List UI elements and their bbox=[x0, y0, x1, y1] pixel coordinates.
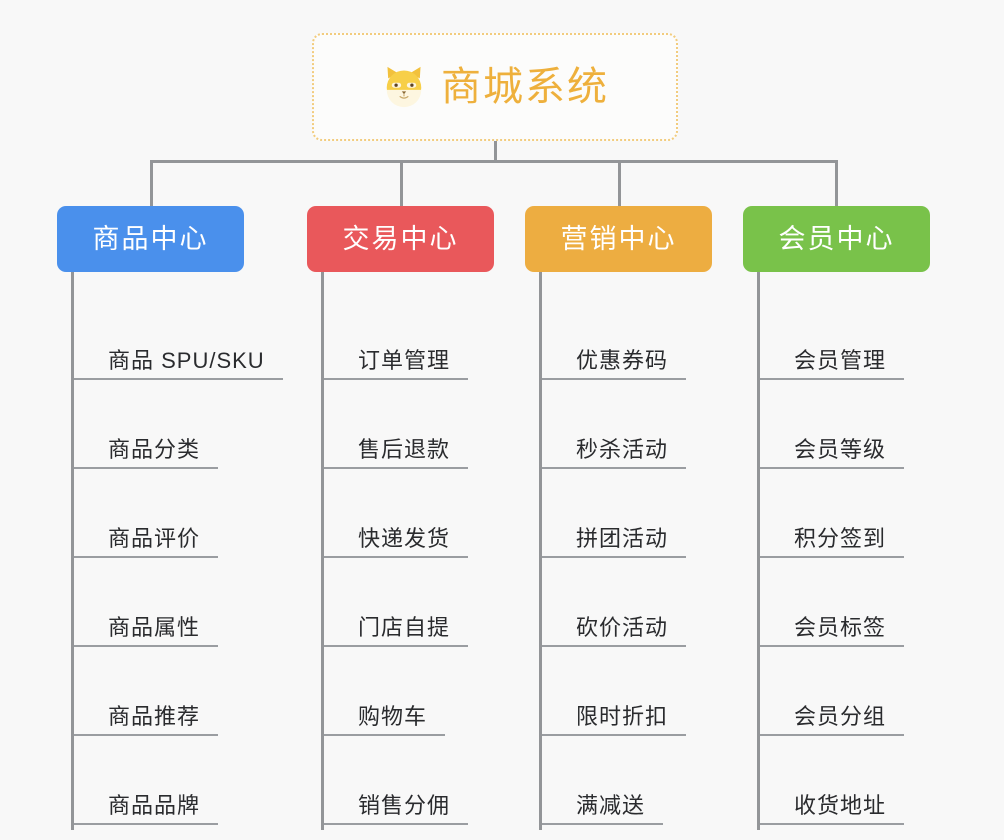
leaf-item[interactable]: 门店自提 bbox=[324, 602, 469, 647]
leaf-item-label: 积分签到 bbox=[794, 526, 887, 551]
leaf-item[interactable]: 会员管理 bbox=[760, 335, 905, 380]
leaf-item-label: 满减送 bbox=[576, 793, 646, 818]
root-title: 商城系统 bbox=[441, 65, 609, 109]
leaf-item[interactable]: 商品评价 bbox=[74, 513, 219, 558]
drop-connector-1 bbox=[150, 160, 153, 206]
leaf-item[interactable]: 售后退款 bbox=[324, 424, 469, 469]
category-column-1: 商品中心 商品 SPU/SKU 商品分类 商品评价 商品属性 商品推荐 商品品牌 bbox=[57, 206, 283, 830]
category-label: 交易中心 bbox=[342, 223, 459, 254]
leaf-item-label: 订单管理 bbox=[358, 348, 451, 373]
category-column-3: 营销中心 优惠券码 秒杀活动 拼团活动 砍价活动 限时折扣 满减送 bbox=[525, 206, 712, 830]
leaf-item[interactable]: 限时折扣 bbox=[542, 691, 687, 736]
leaf-item-label: 商品推荐 bbox=[108, 704, 201, 729]
category-branch-4: 会员管理 会员等级 积分签到 会员标签 会员分组 收货地址 bbox=[757, 272, 930, 830]
leaf-item[interactable]: 商品推荐 bbox=[74, 691, 219, 736]
leaf-item[interactable]: 商品品牌 bbox=[74, 780, 219, 825]
category-branch-1: 商品 SPU/SKU 商品分类 商品评价 商品属性 商品推荐 商品品牌 bbox=[71, 272, 283, 830]
leaf-item[interactable]: 会员标签 bbox=[760, 602, 905, 647]
leaf-item[interactable]: 会员等级 bbox=[760, 424, 905, 469]
category-label: 商品中心 bbox=[92, 223, 209, 254]
leaf-item[interactable]: 销售分佣 bbox=[324, 780, 469, 825]
leaf-item-label: 砍价活动 bbox=[576, 615, 669, 640]
leaf-item-label: 限时折扣 bbox=[576, 704, 669, 729]
category-header-3[interactable]: 营销中心 bbox=[525, 206, 712, 272]
leaf-item[interactable]: 秒杀活动 bbox=[542, 424, 687, 469]
leaf-item[interactable]: 砍价活动 bbox=[542, 602, 687, 647]
category-column-2: 交易中心 订单管理 售后退款 快递发货 门店自提 购物车 销售分佣 bbox=[307, 206, 494, 830]
leaf-item[interactable]: 会员分组 bbox=[760, 691, 905, 736]
leaf-item-label: 会员管理 bbox=[794, 348, 887, 373]
leaf-item[interactable]: 购物车 bbox=[324, 691, 446, 736]
leaf-item[interactable]: 商品分类 bbox=[74, 424, 219, 469]
leaf-item-label: 会员分组 bbox=[794, 704, 887, 729]
category-label: 会员中心 bbox=[778, 223, 895, 254]
leaf-item-label: 销售分佣 bbox=[358, 793, 451, 818]
leaf-item-label: 商品 SPU/SKU bbox=[108, 348, 265, 373]
leaf-item-label: 拼团活动 bbox=[576, 526, 669, 551]
category-header-2[interactable]: 交易中心 bbox=[307, 206, 494, 272]
leaf-item-label: 会员等级 bbox=[794, 437, 887, 462]
leaf-item-label: 会员标签 bbox=[794, 615, 887, 640]
leaf-item[interactable]: 拼团活动 bbox=[542, 513, 687, 558]
category-column-4: 会员中心 会员管理 会员等级 积分签到 会员标签 会员分组 收货地址 bbox=[743, 206, 930, 830]
leaf-item-label: 商品品牌 bbox=[108, 793, 201, 818]
category-label: 营销中心 bbox=[560, 223, 677, 254]
leaf-item[interactable]: 商品属性 bbox=[74, 602, 219, 647]
leaf-item-label: 优惠券码 bbox=[576, 348, 669, 373]
category-header-1[interactable]: 商品中心 bbox=[57, 206, 244, 272]
leaf-item[interactable]: 满减送 bbox=[542, 780, 664, 825]
leaf-item-label: 门店自提 bbox=[358, 615, 451, 640]
leaf-item-label: 商品评价 bbox=[108, 526, 201, 551]
category-branch-2: 订单管理 售后退款 快递发货 门店自提 购物车 销售分佣 bbox=[321, 272, 494, 830]
category-branch-3: 优惠券码 秒杀活动 拼团活动 砍价活动 限时折扣 满减送 bbox=[539, 272, 712, 830]
drop-connector-4 bbox=[835, 160, 838, 206]
leaf-item[interactable]: 商品 SPU/SKU bbox=[74, 335, 283, 380]
root-node[interactable]: 商城系统 bbox=[312, 33, 678, 141]
leaf-item-label: 商品属性 bbox=[108, 615, 201, 640]
leaf-item[interactable]: 收货地址 bbox=[760, 780, 905, 825]
drop-connector-3 bbox=[618, 160, 621, 206]
horizontal-bus-connector bbox=[150, 160, 838, 163]
leaf-item[interactable]: 订单管理 bbox=[324, 335, 469, 380]
leaf-item-label: 商品分类 bbox=[108, 437, 201, 462]
leaf-item[interactable]: 积分签到 bbox=[760, 513, 905, 558]
leaf-item-label: 购物车 bbox=[358, 704, 428, 729]
drop-connector-2 bbox=[400, 160, 403, 206]
leaf-item[interactable]: 快递发货 bbox=[324, 513, 469, 558]
leaf-item[interactable]: 优惠券码 bbox=[542, 335, 687, 380]
leaf-item-label: 快递发货 bbox=[358, 526, 451, 551]
shiba-dog-face-icon bbox=[381, 64, 427, 110]
leaf-item-label: 售后退款 bbox=[358, 437, 451, 462]
category-header-4[interactable]: 会员中心 bbox=[743, 206, 930, 272]
leaf-item-label: 秒杀活动 bbox=[576, 437, 669, 462]
root-stem-connector bbox=[494, 141, 497, 163]
leaf-item-label: 收货地址 bbox=[794, 793, 887, 818]
